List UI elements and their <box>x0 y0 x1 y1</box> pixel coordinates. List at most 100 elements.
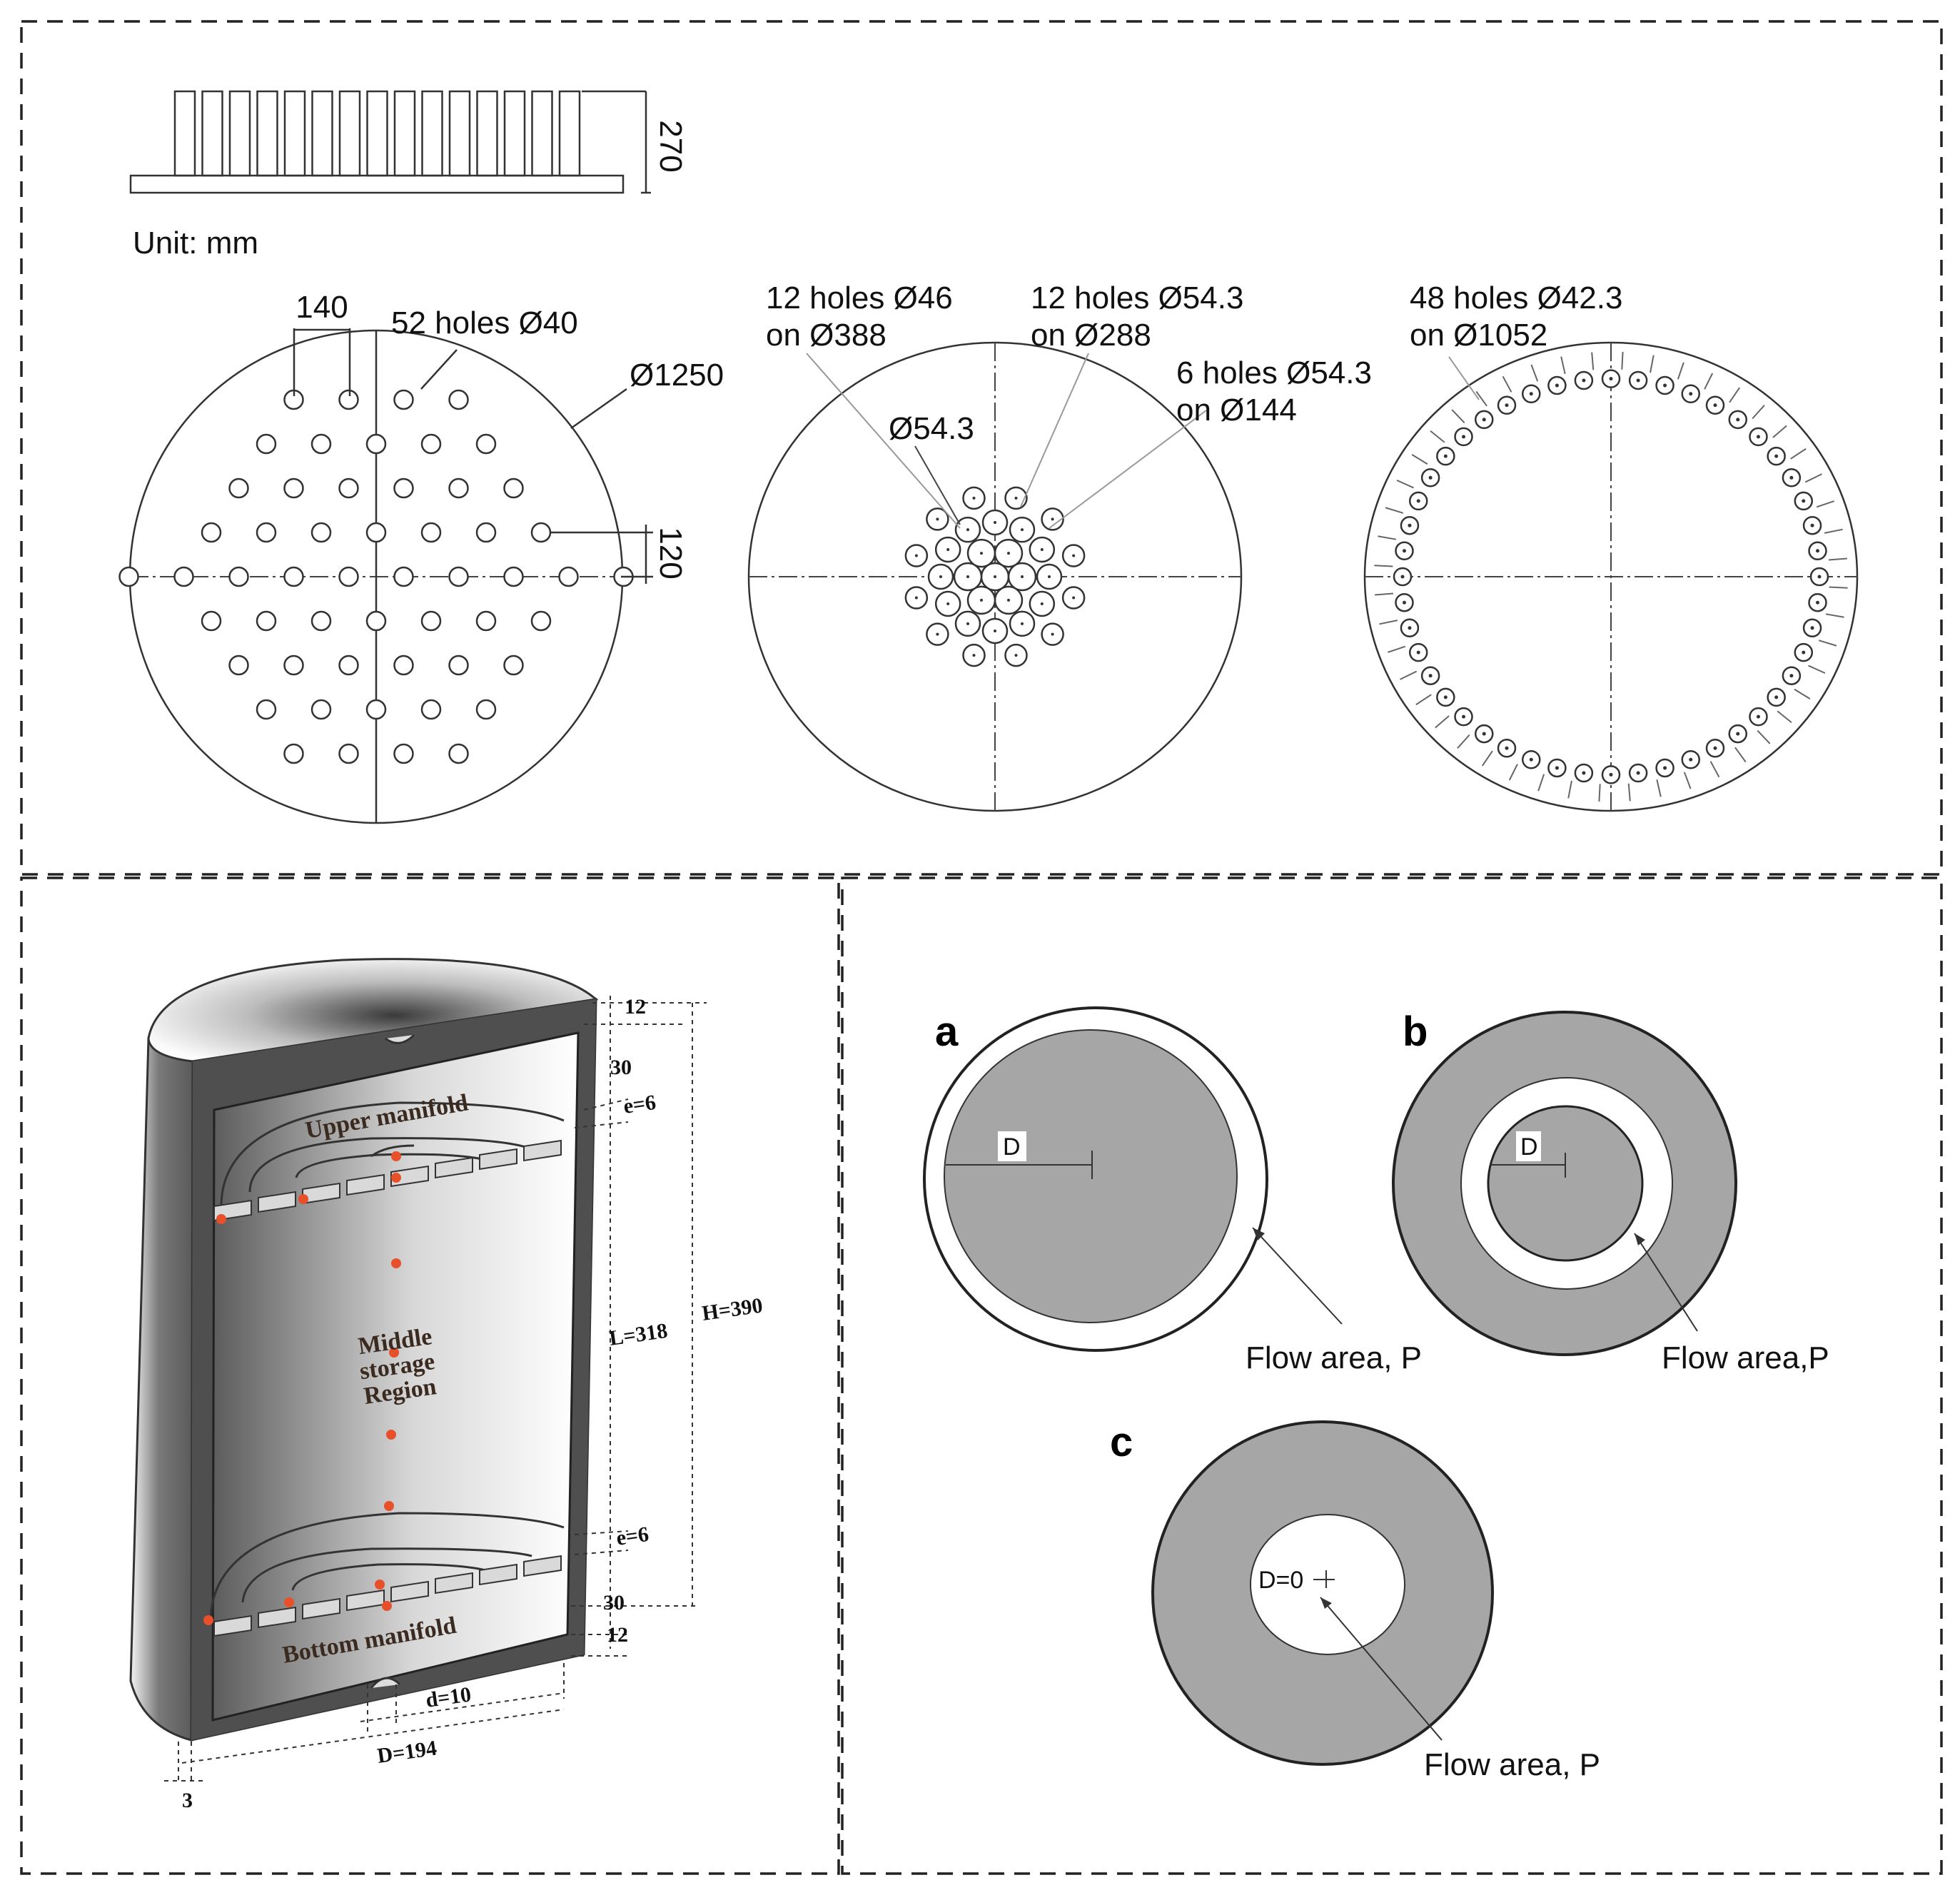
plate1-diameter: Ø1250 <box>630 358 724 393</box>
plate3-hole-center <box>1400 575 1405 579</box>
plate3-hole-center <box>1689 392 1693 396</box>
plate1-hole <box>228 477 249 499</box>
plate3-tick <box>1374 565 1393 567</box>
sensor-dot <box>391 1173 401 1183</box>
upper-manifold <box>213 1101 565 1222</box>
plate1-hole <box>420 522 442 543</box>
flow-c-d: D=0 <box>1258 1567 1303 1594</box>
plate3-hole-center <box>1609 772 1613 777</box>
plate2-hole-center <box>1021 575 1024 578</box>
plate3-tick <box>1537 774 1545 792</box>
plate2-hole-center <box>994 630 996 632</box>
plate1-hole <box>256 610 277 632</box>
plate3-hole-center <box>1810 523 1814 527</box>
plate1-hole <box>173 566 194 587</box>
plate3-tick <box>1508 764 1518 781</box>
plate1-hole <box>365 610 387 632</box>
dim-e-bottom: e=6 <box>615 1522 650 1550</box>
plate1-hole <box>475 433 497 455</box>
dim-top-30: 30 <box>610 1056 632 1079</box>
plate3-hole-center <box>1416 650 1420 655</box>
unit-label: Unit: mm <box>133 226 258 261</box>
plate-3: 48 holes Ø42.3 on Ø1052 <box>1363 281 1859 812</box>
flow-b-letter: b <box>1403 1009 1428 1055</box>
plate1-hole <box>365 699 387 720</box>
plate3-hole-center <box>1817 575 1822 579</box>
plate1-hole <box>283 655 304 676</box>
plate3-hole-center <box>1689 757 1693 762</box>
plate3-hole-center <box>1443 695 1448 699</box>
side-fin <box>366 90 388 177</box>
plate1-hole <box>393 743 414 764</box>
plate3-tick <box>1482 750 1493 767</box>
plate3-hole-center <box>1408 626 1412 630</box>
plate3-tick <box>1734 747 1747 763</box>
plate1-hole <box>228 655 249 676</box>
plate3-holes-2: on Ø1052 <box>1410 318 1547 353</box>
plate1-hole <box>310 522 332 543</box>
plate1-pitch-y: 120 <box>653 527 688 579</box>
plate2-hole-center <box>936 632 939 636</box>
side-fin <box>421 90 443 177</box>
plate3-hole-center <box>1736 732 1740 736</box>
dim-H: H=390 <box>700 1293 764 1325</box>
manifold-slat <box>390 1165 429 1188</box>
plate1-hole <box>530 610 552 632</box>
plate3-hole-center <box>1636 378 1640 383</box>
plate1-hole <box>393 477 414 499</box>
plate1-hole <box>448 389 469 410</box>
plate3-tick <box>1400 670 1418 680</box>
plate1-hole <box>310 433 332 455</box>
side-fin <box>448 90 471 177</box>
plate3-tick <box>1828 557 1847 561</box>
side-fin <box>338 90 361 177</box>
plate1-hole <box>448 566 469 587</box>
plate1-hole <box>310 699 332 720</box>
manifold-slat <box>479 1563 517 1586</box>
plate3-hole-center <box>1816 600 1820 605</box>
plate3-hole-center <box>1802 499 1806 503</box>
plate1-holes-label: 52 holes Ø40 <box>391 305 578 340</box>
plate2-hole-center <box>966 575 969 578</box>
plate3-tick <box>1729 387 1740 403</box>
plate3-tick <box>1430 430 1445 443</box>
plate1-hole <box>393 566 414 587</box>
plate3-tick <box>1794 688 1811 700</box>
plate1-hole <box>420 610 442 632</box>
sensor-dot <box>298 1194 308 1204</box>
plate2-holes-c-1: 6 holes Ø54.3 <box>1176 355 1372 390</box>
plate1-hole <box>118 566 139 587</box>
plate3-hole-center <box>1505 403 1509 408</box>
plate3-hole-center <box>1713 746 1717 750</box>
manifold-slat <box>435 1156 473 1179</box>
plate1-hole <box>503 566 524 587</box>
plate3-hole-center <box>1713 403 1717 408</box>
plate2-hole-center <box>939 575 942 578</box>
plate3-tick <box>1656 779 1662 797</box>
plate3-tick <box>1825 613 1844 618</box>
plate2-hole-center <box>966 622 969 625</box>
plate1-hole <box>475 522 497 543</box>
plate2-hole-center <box>1040 602 1044 605</box>
plate3-tick <box>1808 664 1826 674</box>
plate1-hole <box>365 522 387 543</box>
plate3-hole-center <box>1428 674 1433 678</box>
plate3-hole-center <box>1736 418 1740 422</box>
plate3-tick <box>1502 375 1512 393</box>
plate3-tick <box>1829 586 1848 589</box>
plate3-hole-center <box>1816 549 1820 553</box>
plate2-hole-center <box>1007 552 1010 555</box>
manifold-slat <box>523 1555 562 1577</box>
plate3-hole-center <box>1774 695 1779 699</box>
plate3-hole-center <box>1636 771 1640 775</box>
sensor-dot <box>391 1258 401 1268</box>
plate1-hole <box>256 433 277 455</box>
plate3-tick <box>1790 448 1807 460</box>
sensor-dot <box>382 1601 392 1611</box>
plate3-hole-center <box>1462 435 1466 439</box>
plate1-hole <box>475 610 497 632</box>
plate1-hole <box>365 433 387 455</box>
plate3-tick <box>1704 373 1714 390</box>
plate3-tick <box>1818 640 1837 647</box>
plate2-holes-b-2: on Ø288 <box>1031 318 1151 353</box>
